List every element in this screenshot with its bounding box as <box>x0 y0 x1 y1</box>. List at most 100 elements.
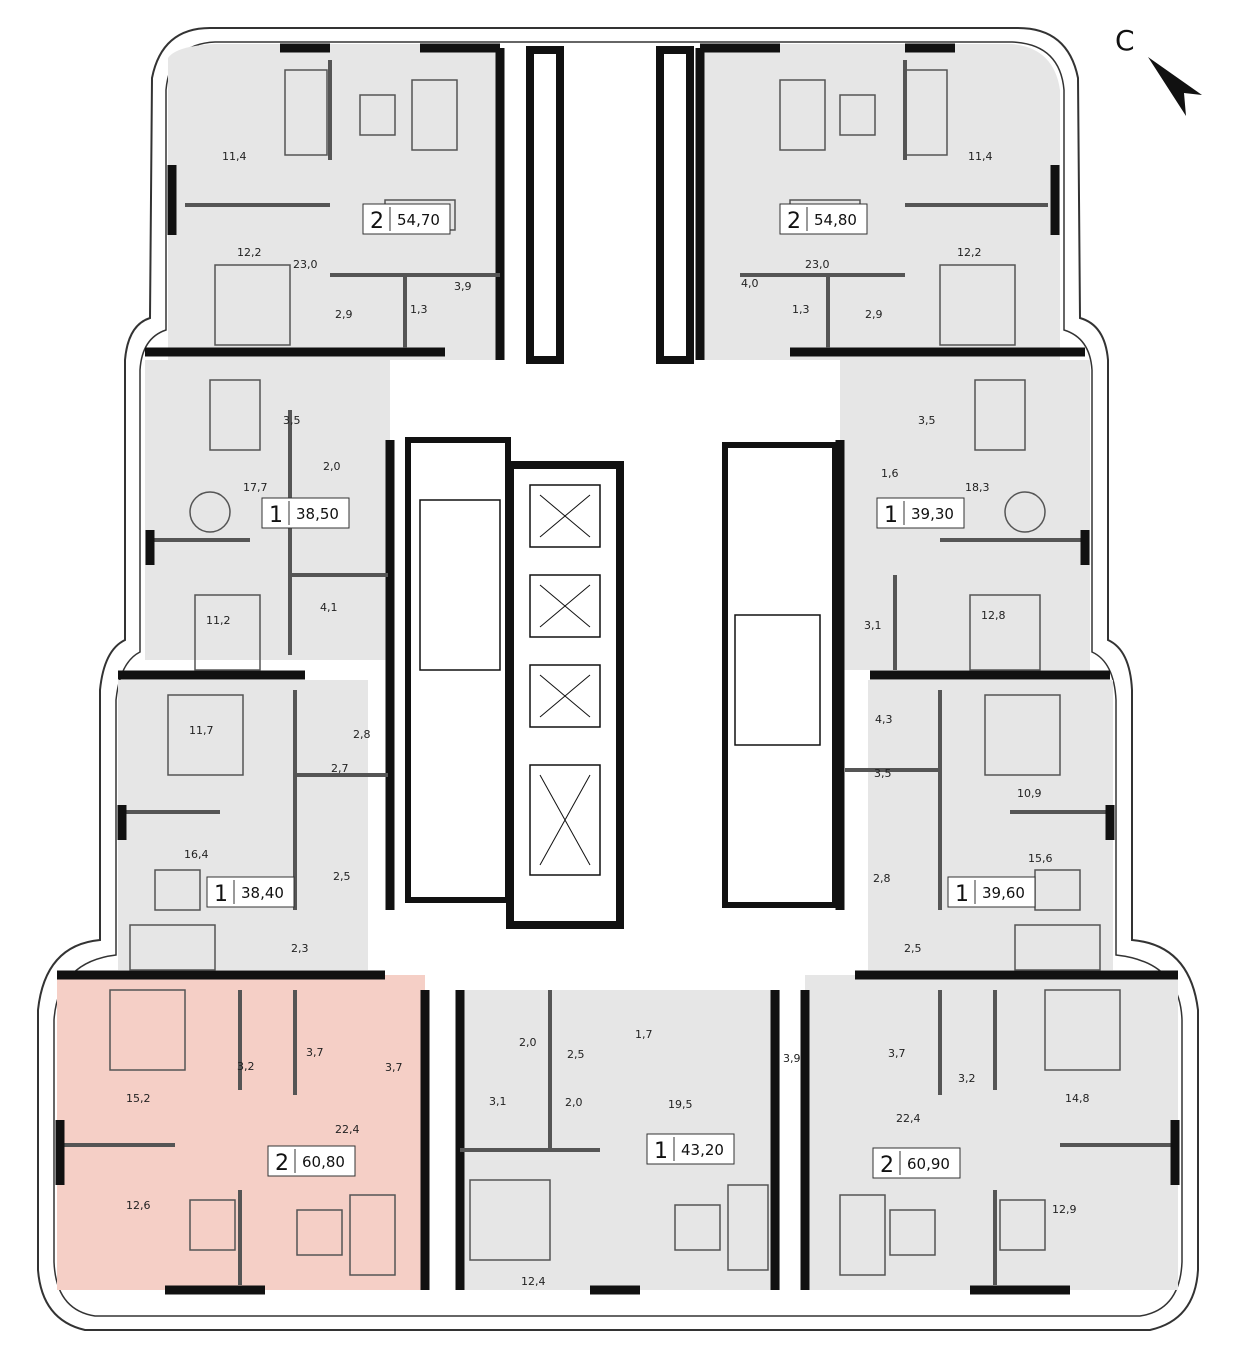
room-area-label: 12,6 <box>126 1199 151 1212</box>
elevator-1-cross <box>539 494 591 538</box>
elevator-4-cross <box>539 774 591 866</box>
sofa-icon <box>839 1194 886 1276</box>
room-area-label: 11,2 <box>206 614 231 627</box>
apartment-area: 60,90 <box>907 1155 950 1173</box>
room-area-label: 2,5 <box>333 870 351 883</box>
room-area-label: 4,1 <box>320 601 338 614</box>
sofa-icon <box>209 379 261 451</box>
armchair-icon <box>999 1199 1046 1251</box>
bed-icon <box>214 264 291 346</box>
apartment-rooms-count: 1 <box>884 503 898 528</box>
building-inner-outline <box>53 41 1183 1317</box>
sofa-icon <box>411 79 458 151</box>
apartment-area: 54,70 <box>397 211 440 229</box>
table-icon <box>296 1209 343 1256</box>
elevator-3-cross <box>539 674 591 718</box>
room-area-label: 3,5 <box>874 767 892 780</box>
sofa-icon <box>779 79 826 151</box>
room-area-label: 10,9 <box>1017 787 1042 800</box>
shaft-north-west <box>526 46 564 364</box>
room-area-label: 4,3 <box>875 713 893 726</box>
room-area-label: 3,5 <box>918 414 936 427</box>
room-area-label: 2,9 <box>865 308 883 321</box>
apartment-area: 60,80 <box>302 1153 345 1171</box>
room-area-label: 3,7 <box>385 1061 403 1074</box>
room-area-label: 1,3 <box>792 303 810 316</box>
room-area-label: 11,7 <box>189 724 214 737</box>
sofa-icon <box>1014 924 1101 971</box>
room-area-label: 22,4 <box>896 1112 921 1125</box>
sofa-icon <box>974 379 1026 451</box>
apartment-rooms-count: 2 <box>275 1151 289 1176</box>
room-area-label: 15,6 <box>1028 852 1053 865</box>
stair-west-flight <box>419 499 501 671</box>
apartment-rooms-count: 1 <box>955 882 969 907</box>
compass-letter: С <box>1115 24 1135 57</box>
room-area-label: 2,5 <box>904 942 922 955</box>
bed-icon <box>939 264 1016 346</box>
round-table-icon <box>189 491 231 533</box>
elevator-2-cross <box>539 584 591 628</box>
apartment-rooms-count: 2 <box>787 209 801 234</box>
bed-icon <box>1044 989 1121 1071</box>
room-area-label: 3,2 <box>958 1072 976 1085</box>
elevator-4 <box>529 764 601 876</box>
apartment-rooms-count: 2 <box>370 209 384 234</box>
bed-icon <box>167 694 244 776</box>
room-area-label: 17,7 <box>243 481 268 494</box>
room-area-label: 23,0 <box>293 258 318 271</box>
apartment-label-box <box>267 1145 356 1177</box>
room-area-label: 2,0 <box>519 1036 537 1049</box>
exterior-walls <box>55 43 1180 1295</box>
room-area-label: 12,2 <box>237 246 262 259</box>
apartment-label-box <box>876 497 965 529</box>
room-area-label: 1,6 <box>881 467 899 480</box>
stair-east <box>722 442 838 908</box>
round-table-icon <box>1004 491 1046 533</box>
elevator-1 <box>529 484 601 548</box>
room-area-label: 2,0 <box>323 460 341 473</box>
room-area-label: 2,0 <box>565 1096 583 1109</box>
apartment-rooms-count: 1 <box>654 1139 668 1164</box>
bed-icon <box>284 69 328 156</box>
shaft-north-east <box>656 46 694 364</box>
room-area-label: 3,5 <box>283 414 301 427</box>
apartment-area: 39,60 <box>982 884 1025 902</box>
room-area-label: 22,4 <box>335 1123 360 1136</box>
room-area-label: 2,5 <box>567 1048 585 1061</box>
apartment-area: 54,80 <box>814 211 857 229</box>
room-area-label: 12,4 <box>521 1275 546 1288</box>
table-icon <box>889 1209 936 1256</box>
apartment-fill <box>805 975 1178 1290</box>
room-area-label: 12,8 <box>981 609 1006 622</box>
apartment-rooms-count: 1 <box>269 503 283 528</box>
partition-walls <box>57 48 1178 1290</box>
room-area-label: 3,7 <box>306 1046 324 1059</box>
bed-icon <box>969 594 1041 671</box>
room-area-label: 14,8 <box>1065 1092 1090 1105</box>
bed-icon <box>984 694 1061 776</box>
room-area-label: 4,0 <box>741 277 759 290</box>
apartment-label-box <box>872 1147 961 1179</box>
apartment-area: 39,30 <box>911 505 954 523</box>
room-area-label: 3,2 <box>237 1060 255 1073</box>
room-area-label: 2,9 <box>335 308 353 321</box>
room-area-label: 3,9 <box>783 1052 801 1065</box>
elevator-shaft-block <box>506 461 624 929</box>
apartment-label-box <box>947 876 1036 908</box>
elevator-2 <box>529 574 601 638</box>
room-area-label: 12,2 <box>957 246 982 259</box>
apartment-label-box <box>362 203 451 235</box>
apartment-fill <box>57 975 425 1290</box>
room-area-label: 3,1 <box>864 619 882 632</box>
interior-walls <box>57 60 1178 1285</box>
room-area-label: 1,7 <box>635 1028 653 1041</box>
